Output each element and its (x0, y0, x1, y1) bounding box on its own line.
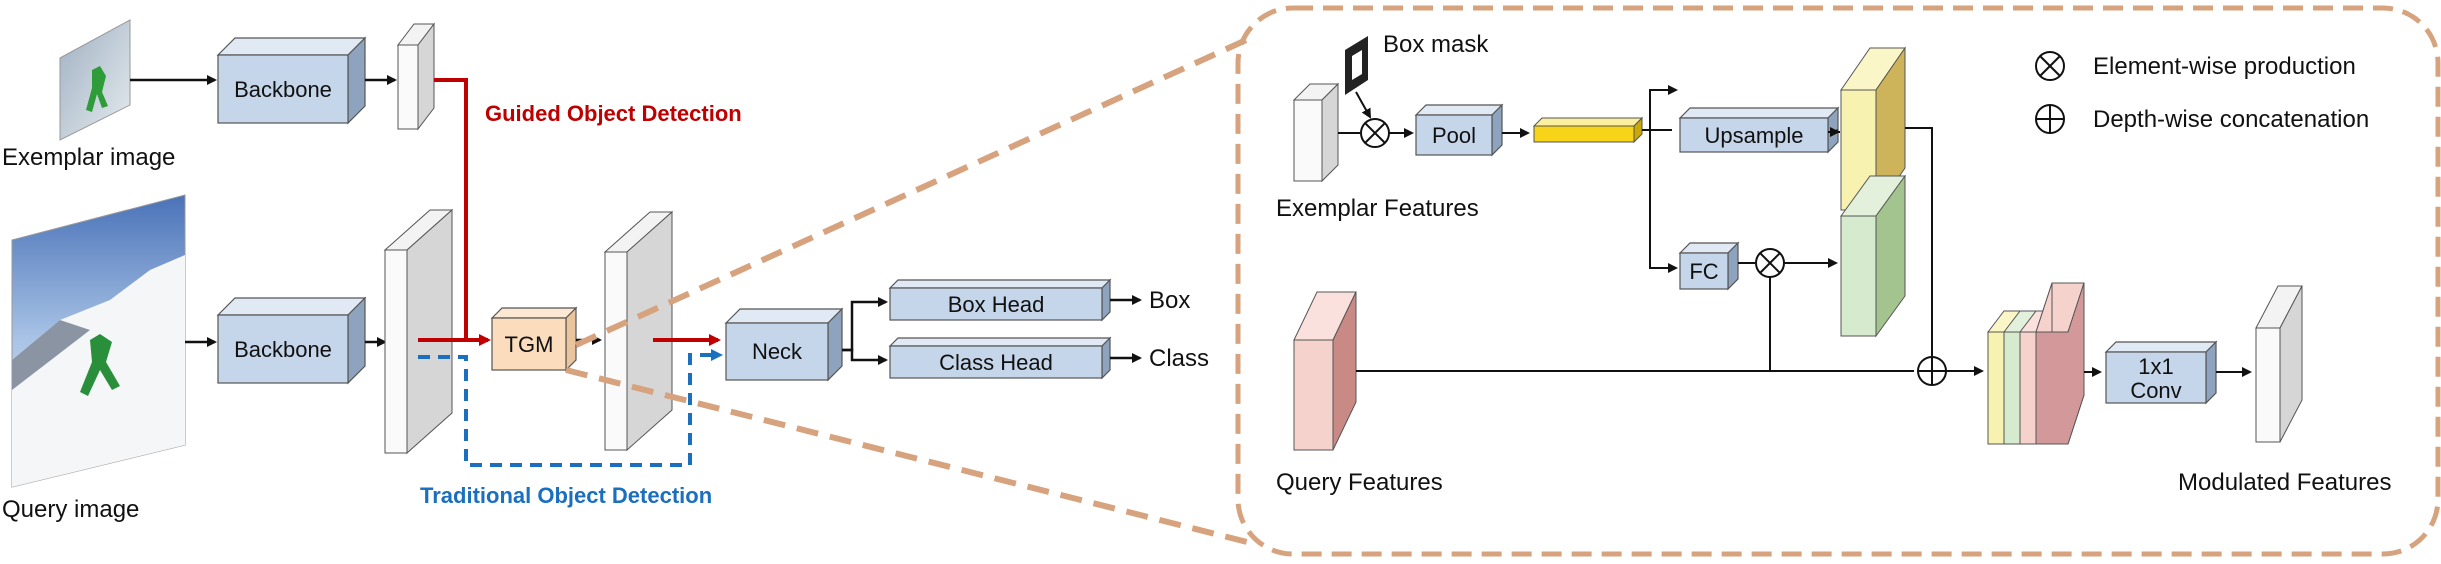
box-mask-icon (1345, 36, 1368, 95)
tgm-block: TGM (490, 306, 578, 372)
box-output-label: Box (1149, 287, 1190, 314)
fc-modulated-feature-map (1840, 174, 1906, 338)
modulated-features-label: Modulated Features (2178, 469, 2391, 496)
legend-product-label: Element-wise production (2093, 53, 2356, 80)
concatenated-feature-stack (1986, 282, 2085, 445)
query-features-label: Query Features (1276, 469, 1443, 496)
neck-to-boxhead-arrow (842, 297, 888, 352)
pool-block: Pool (1414, 103, 1504, 157)
class-head-block: Class Head (888, 336, 1112, 380)
exemplar-feature-map (396, 22, 436, 131)
backbone-top-label: Backbone (234, 77, 332, 102)
guided-exemplar-path (434, 78, 468, 340)
query-image (11, 194, 186, 488)
conv-block: 1x1 Conv (2104, 340, 2218, 405)
legend-product-icon (2035, 51, 2065, 81)
fc-label: FC (1689, 259, 1718, 284)
guided-feature-map (603, 210, 674, 452)
conv-label-line1: 1x1 (2138, 354, 2173, 379)
yellow-to-concat-line (1905, 127, 1933, 357)
depth-wise-concat-icon (1917, 356, 1947, 386)
query-image-label: Query image (2, 496, 139, 523)
backbone-top-block: Backbone (216, 36, 367, 125)
neck-label: Neck (752, 339, 803, 364)
exemplar-image-label: Exemplar image (2, 144, 175, 171)
fc-block: FC (1678, 241, 1740, 291)
query-features-map (1293, 291, 1357, 451)
vector-to-fc-arrow (1649, 130, 1678, 273)
box-mask-label: Box mask (1383, 31, 1489, 58)
element-wise-product-1-icon (1360, 118, 1390, 148)
legend-concat-label: Depth-wise concatenation (2093, 106, 2369, 133)
traditional-bypass-path (418, 349, 723, 467)
guided-detection-label: Guided Object Detection (485, 101, 742, 126)
box-mask-arrow (1355, 91, 1371, 119)
exemplar-features-map (1292, 82, 1340, 183)
traditional-detection-label: Traditional Object Detection (420, 483, 712, 508)
backbone-bottom-block: Backbone (216, 296, 367, 385)
query-feature-map (383, 208, 454, 455)
upsample-block: Upsample (1678, 106, 1840, 154)
legend-concat-icon (2035, 104, 2065, 134)
neck-block: Neck (724, 307, 844, 382)
box-head-label: Box Head (948, 292, 1045, 317)
legend: Element-wise production Depth-wise conca… (2035, 51, 2369, 134)
class-head-label: Class Head (939, 350, 1053, 375)
exemplar-image (59, 19, 131, 141)
tgm-detail-panel (1235, 5, 2441, 557)
skier-figure-icon (86, 66, 108, 112)
box-head-block: Box Head (888, 278, 1112, 322)
backbone-bottom-label: Backbone (234, 337, 332, 362)
element-wise-product-2-icon (1755, 248, 1785, 278)
pooled-vector (1532, 116, 1644, 144)
modulated-features-map (2255, 285, 2303, 443)
zoom-line-top (574, 33, 1257, 348)
neck-to-classhead-arrow (842, 348, 888, 365)
tgm-label: TGM (505, 332, 554, 357)
exemplar-features-label: Exemplar Features (1276, 195, 1479, 222)
upsample-label: Upsample (1704, 123, 1803, 148)
conv-label-line2: Conv (2130, 378, 2181, 403)
zoom-line-bottom (565, 367, 1256, 547)
pool-label: Pool (1432, 123, 1476, 148)
class-output-label: Class (1149, 345, 1209, 372)
skier-query-icon (80, 334, 120, 396)
vector-to-upsample-arrow (1649, 85, 1678, 130)
